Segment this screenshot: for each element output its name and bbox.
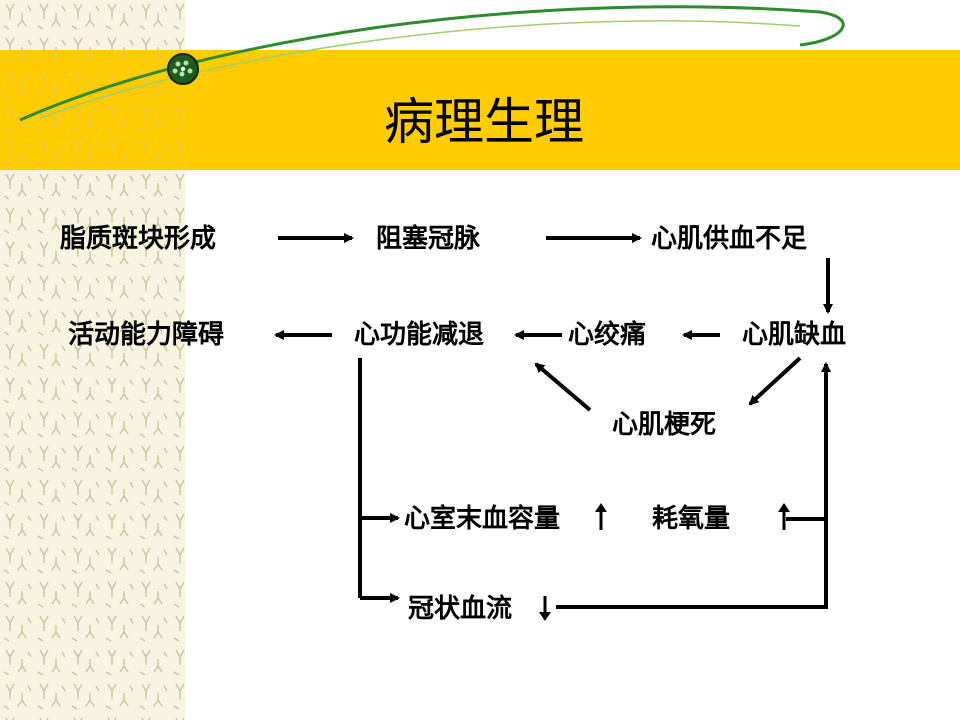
node-insufficient-supply: 心肌供血不足 xyxy=(651,224,808,254)
accent-swoosh xyxy=(19,5,845,122)
node-activity: 活动能力障碍 xyxy=(68,320,225,350)
line-coronary-feedback xyxy=(556,362,831,609)
edv-up-arrowhead xyxy=(595,503,607,512)
pattern-band-overlay xyxy=(0,50,185,170)
flow-down-arrowhead xyxy=(539,612,551,621)
node-occlusion: 阻塞冠脉 xyxy=(376,224,481,254)
node-coronary-flow: 冠状血流 xyxy=(408,594,513,624)
node-dysfunction: 心功能减退 xyxy=(354,320,485,350)
accent-ball-icon xyxy=(167,53,199,85)
node-angina: 心绞痛 xyxy=(568,320,647,350)
arrow-infarction-to-dysfunction xyxy=(534,362,592,412)
node-edv: 心室末血容量 xyxy=(404,504,561,534)
node-ischemia: 心肌缺血 xyxy=(742,320,847,350)
accent-swoosh-inner xyxy=(39,20,801,119)
arrow-ischemia-to-infarction xyxy=(748,356,802,406)
node-oxygen: 耗氧量 xyxy=(652,504,731,534)
node-infarction: 心肌梗死 xyxy=(612,410,717,440)
slide-title: 病理生理 xyxy=(384,93,584,151)
node-plaque: 脂质斑块形成 xyxy=(60,224,217,254)
oxygen-up-arrowhead xyxy=(778,503,790,512)
